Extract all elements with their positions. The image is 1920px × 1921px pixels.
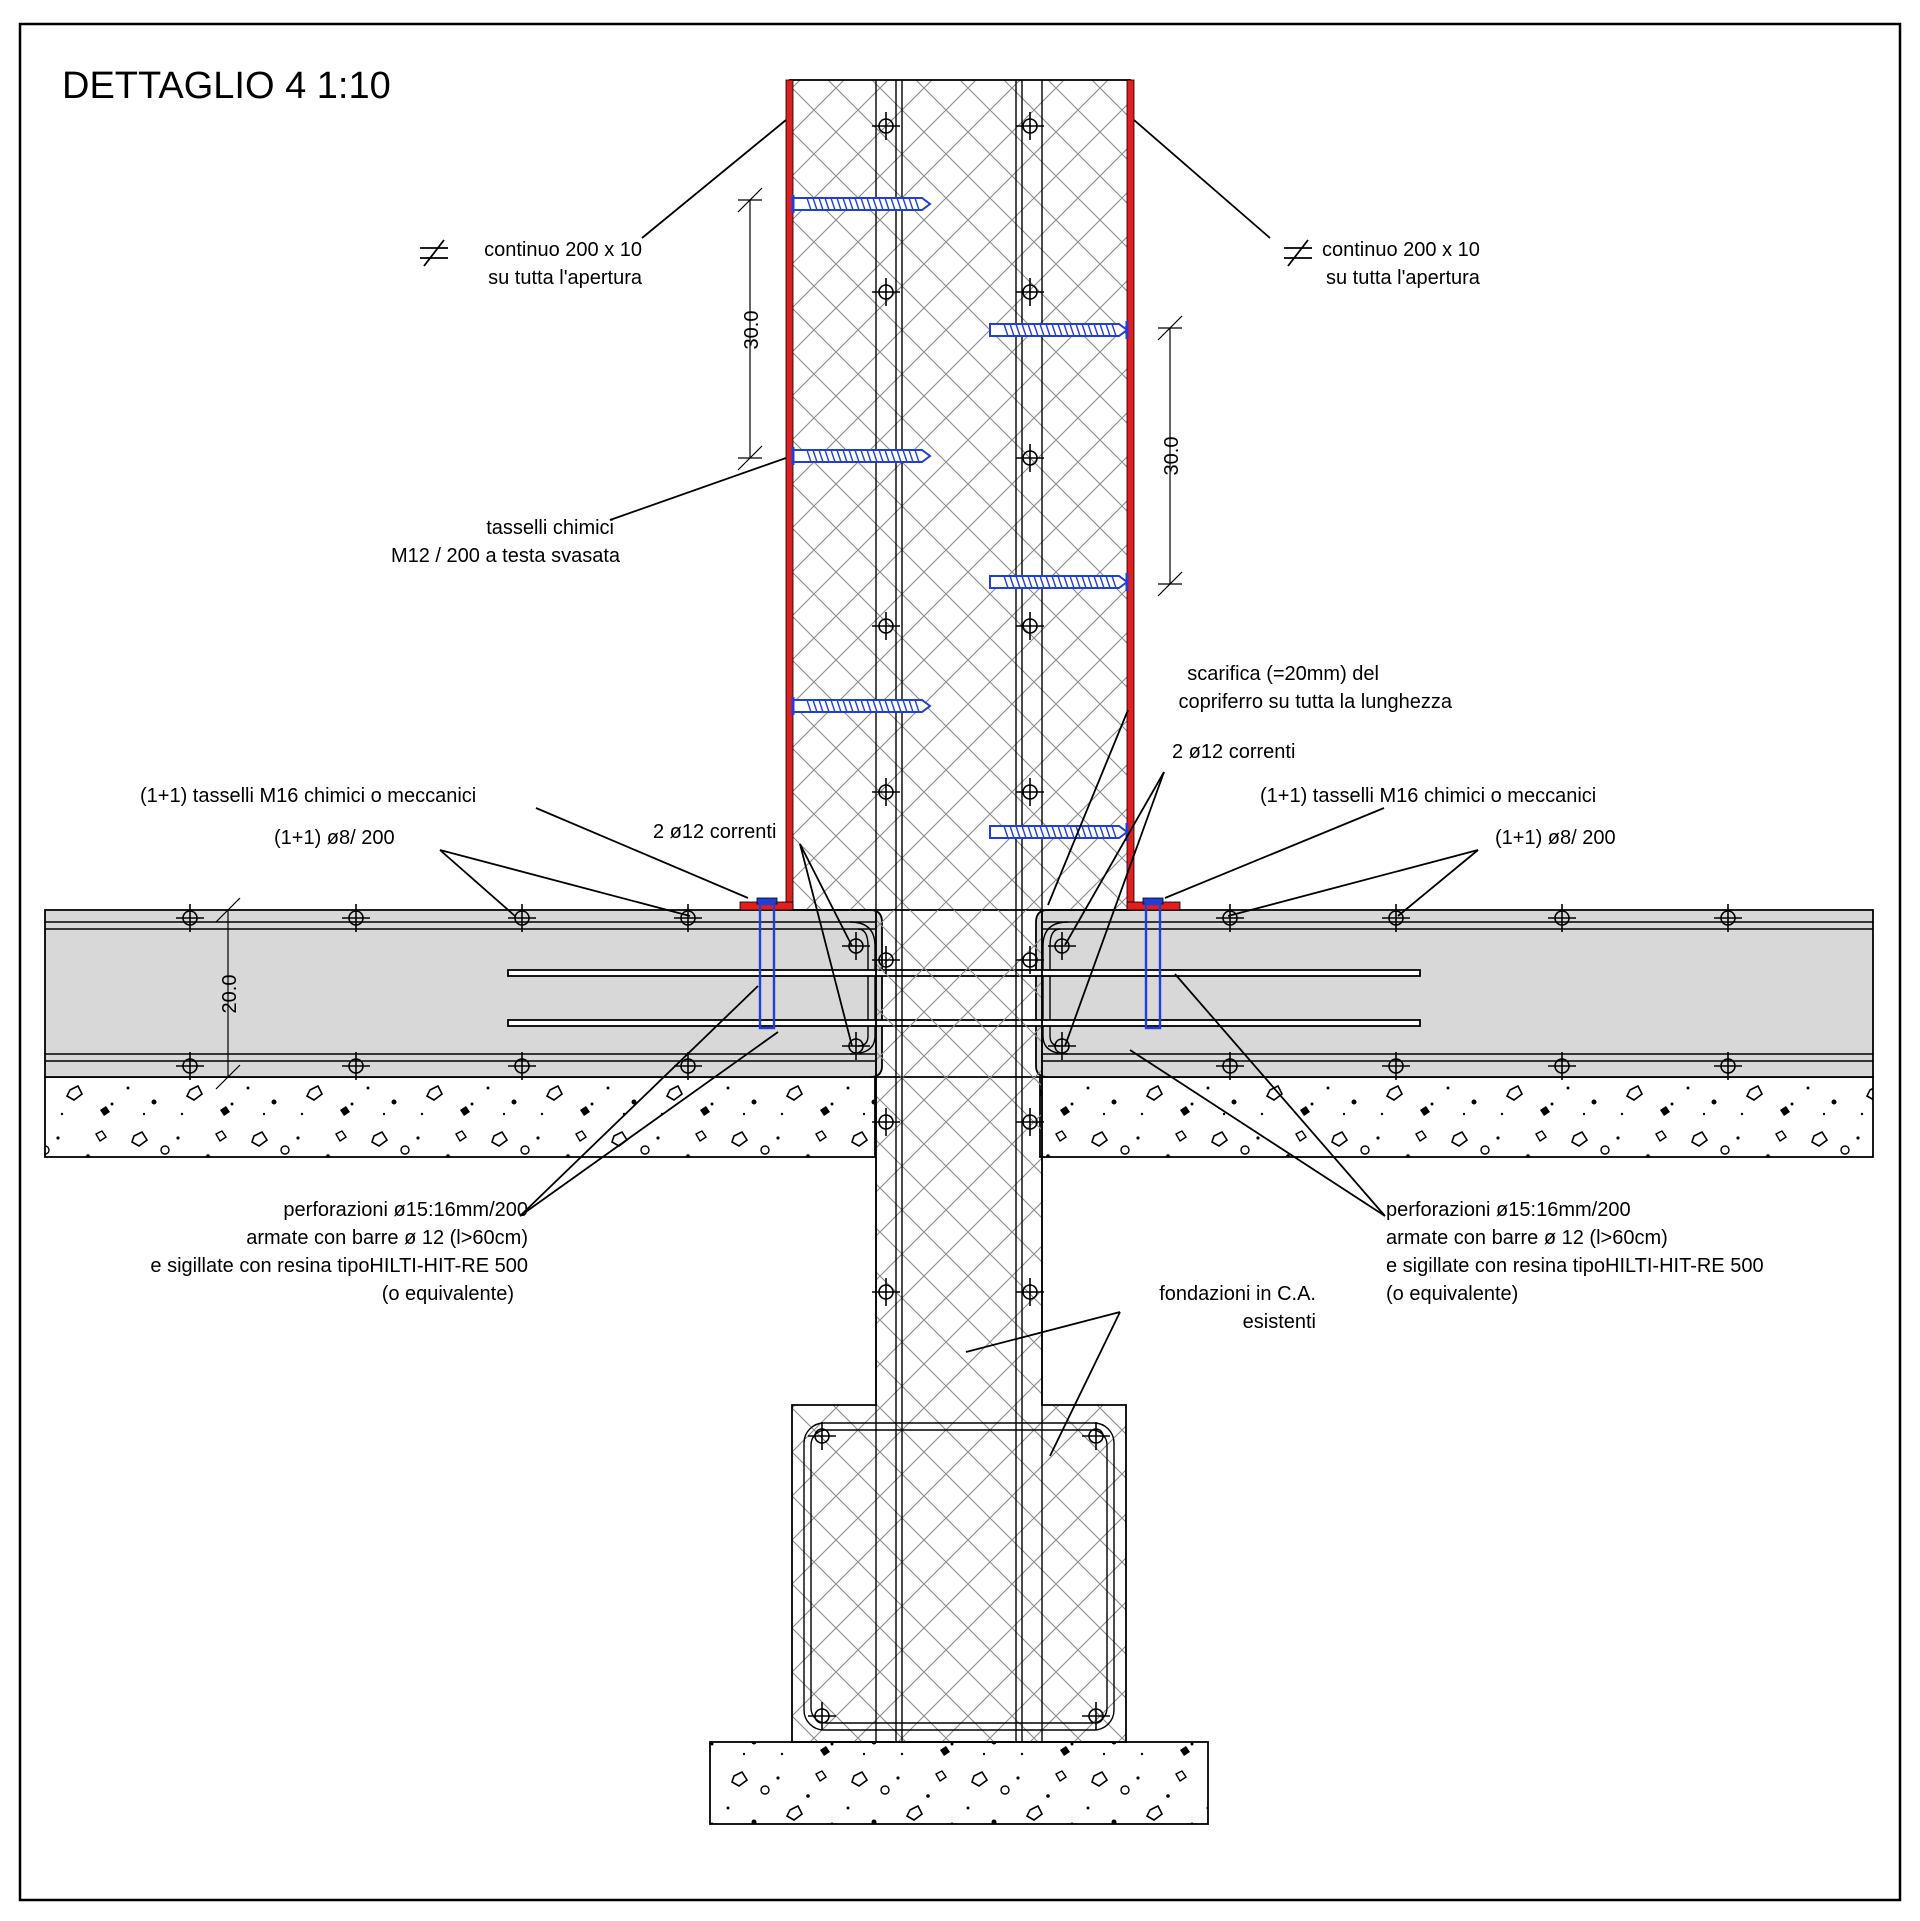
label-anchors-1: tasselli chimici <box>486 517 614 539</box>
label-perf-right-1: perforazioni ø15:16mm/200 <box>1386 1199 1631 1221</box>
gravel-base-left <box>44 1076 876 1158</box>
rebar-crosshair-icon <box>674 1052 702 1080</box>
rebar-crosshair-icon <box>1548 1052 1576 1080</box>
label-fondazioni-2: esistenti <box>1243 1311 1316 1333</box>
gravel-base-right <box>1039 1076 1874 1158</box>
chemical-anchor <box>989 823 1129 841</box>
label-perf-right-4: (o equivalente) <box>1386 1283 1518 1305</box>
label-plate-left-1: continuo 200 x 10 <box>484 239 642 261</box>
drawing-title: DETTAGLIO 4 1:10 <box>62 65 391 107</box>
label-bars-right: 2 ø12 correnti <box>1172 741 1295 763</box>
plate-symbol-left <box>420 239 448 267</box>
rebar-crosshair-icon <box>1382 1052 1410 1080</box>
rebar-crosshair-icon <box>808 1422 836 1450</box>
rebar-crosshair-icon <box>1082 1422 1110 1450</box>
m16-anchor-right <box>1142 897 1164 1030</box>
wall-vertical-rebars <box>875 80 1043 1742</box>
rebar-crosshair-icon <box>1714 1052 1742 1080</box>
label-perf-left-1: perforazioni ø15:16mm/200 <box>283 1199 528 1221</box>
rebar-crosshair-icon <box>872 612 900 640</box>
label-plate-left-2: su tutta l'apertura <box>488 267 643 289</box>
leader-lines <box>439 119 1479 1457</box>
slab-right <box>1035 909 1874 1078</box>
label-perf-left-2: armate con barre ø 12 (l>60cm) <box>246 1227 528 1249</box>
chemical-anchor <box>791 447 932 465</box>
plate-symbol-right <box>1284 239 1312 267</box>
rebar-crosshair-icon <box>808 1702 836 1730</box>
rebar-crosshair-icon <box>1016 1278 1044 1306</box>
rebar-crosshair-icon <box>1548 904 1576 932</box>
rebar-section-markers <box>176 112 1742 1730</box>
label-tasselli-left: (1+1) tasselli M16 chimici o meccanici <box>140 785 476 807</box>
label-scarifica-1: scarifica (=20mm) del <box>1187 663 1379 685</box>
foundation-wall <box>791 1076 1127 1743</box>
wall-column-through-slab <box>876 910 1042 1080</box>
footing-stirrup <box>803 1422 1115 1731</box>
rebar-crosshair-icon <box>1382 904 1410 932</box>
rebar-crosshair-icon <box>1016 778 1044 806</box>
label-anchors-2: M12 / 200 a testa svasata <box>391 545 621 567</box>
dimension-left <box>737 187 763 471</box>
rebar-crosshair-icon <box>872 112 900 140</box>
rebar-crosshair-icon <box>1016 112 1044 140</box>
rebar-crosshair-icon <box>176 904 204 932</box>
steel-plate-right <box>1126 79 1135 911</box>
label-fondazioni-1: fondazioni in C.A. <box>1159 1283 1316 1305</box>
dimension-slab <box>215 897 241 1090</box>
label-scarifica-2: copriferro su tutta la lunghezza <box>1179 691 1453 713</box>
slab-left <box>44 909 883 1078</box>
rebar-crosshair-icon <box>872 1108 900 1136</box>
rebar-crosshair-icon <box>1016 278 1044 306</box>
chemical-anchor <box>791 697 932 715</box>
rebar-crosshair-icon <box>508 1052 536 1080</box>
rebar-crosshair-icon <box>176 1052 204 1080</box>
rebar-crosshair-icon <box>1714 904 1742 932</box>
rebar-crosshair-icon <box>674 904 702 932</box>
chemical-anchors <box>791 195 1129 841</box>
dimension-left-value: 30.0 <box>741 311 763 350</box>
m16-anchor-left <box>756 897 778 1030</box>
label-tasselli-right: (1+1) tasselli M16 chimici o meccanici <box>1260 785 1596 807</box>
dimension-slab-value: 20.0 <box>219 975 241 1014</box>
rebar-crosshair-icon <box>842 932 870 960</box>
rebar-crosshair-icon <box>1016 946 1044 974</box>
label-rebar-left: (1+1) ø8/ 200 <box>274 827 395 849</box>
rebar-crosshair-icon <box>1016 1108 1044 1136</box>
rebar-crosshair-icon <box>1048 1032 1076 1060</box>
label-plate-right-2: su tutta l'apertura <box>1326 267 1481 289</box>
rebar-crosshair-icon <box>872 1278 900 1306</box>
dimension-right-value: 30.0 <box>1161 437 1183 476</box>
rebar-crosshair-icon <box>1216 904 1244 932</box>
rebar-crosshair-icon <box>842 1032 870 1060</box>
rebar-crosshair-icon <box>342 904 370 932</box>
label-plate-right-1: continuo 200 x 10 <box>1322 239 1480 261</box>
chemical-anchor <box>791 195 932 213</box>
rebar-crosshair-icon <box>1016 612 1044 640</box>
rebar-crosshair-icon <box>1048 932 1076 960</box>
rebar-crosshair-icon <box>1016 444 1044 472</box>
gravel-base-footing <box>709 1741 1209 1825</box>
chemical-anchor <box>989 573 1129 591</box>
label-perf-right-2: armate con barre ø 12 (l>60cm) <box>1386 1227 1668 1249</box>
chemical-anchor <box>989 321 1129 339</box>
rebar-crosshair-icon <box>342 1052 370 1080</box>
label-rebar-right: (1+1) ø8/ 200 <box>1495 827 1616 849</box>
drawing-frame <box>18 22 1902 1902</box>
rebar-crosshair-icon <box>872 946 900 974</box>
label-perf-left-3: e sigillate con resina tipoHILTI-HIT-RE … <box>150 1255 528 1277</box>
rebar-crosshair-icon <box>872 778 900 806</box>
rebar-crosshair-icon <box>508 904 536 932</box>
dimension-right <box>1157 315 1183 597</box>
label-bars-left: 2 ø12 correnti <box>653 821 776 843</box>
rebar-crosshair-icon <box>1082 1702 1110 1730</box>
rebar-crosshair-icon <box>872 278 900 306</box>
rebar-crosshair-icon <box>1216 1052 1244 1080</box>
label-perf-left-4: (o equivalente) <box>382 1283 514 1305</box>
label-perf-right-3: e sigillate con resina tipoHILTI-HIT-RE … <box>1386 1255 1764 1277</box>
